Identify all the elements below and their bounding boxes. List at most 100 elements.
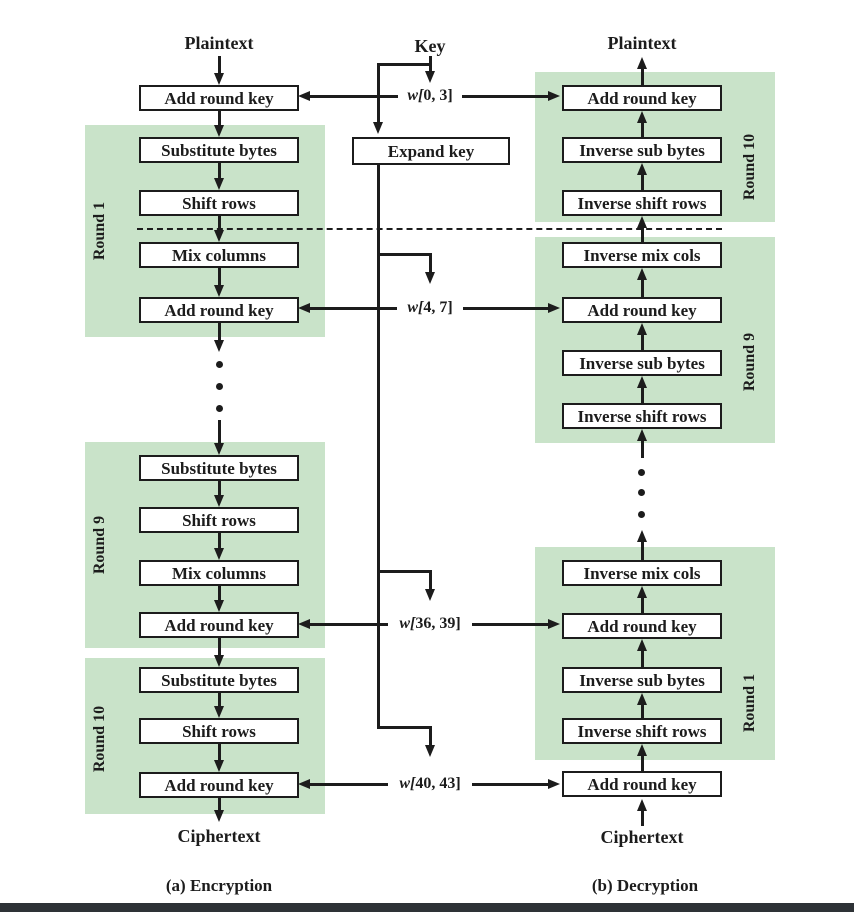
flow-line: [641, 123, 644, 137]
ellipsis-dot: [638, 511, 645, 518]
arrowhead-down-icon: [373, 122, 383, 134]
flow-line: [218, 323, 221, 340]
roundkey-w4043-label: w[40, 43]: [399, 775, 461, 792]
dec-round9-inverse-shift-rows-box: Inverse shift rows: [562, 403, 722, 429]
dec-round9-label: Round 9: [741, 332, 758, 392]
flow-line: [641, 811, 644, 826]
dec-round1-inverse-sub-bytes-box: Inverse sub bytes: [562, 667, 722, 693]
enc-round10-add-round-key-box: Add round key: [139, 772, 299, 798]
dec-final-add-round-key-box: Add round key: [562, 771, 722, 797]
flow-line: [218, 586, 221, 600]
arrowhead-up-icon: [637, 586, 647, 598]
dec-ciphertext-label: Ciphertext: [600, 827, 684, 847]
key-branch-line: [377, 63, 380, 122]
flow-line: [218, 163, 221, 178]
arrowhead-down-icon: [425, 589, 435, 601]
flow-line: [218, 111, 221, 125]
arrowhead-down-icon: [214, 340, 224, 352]
ellipsis-dot: [638, 489, 645, 496]
enc-round1-substitute-bytes-box: Substitute bytes: [139, 137, 299, 163]
arrowhead-down-icon: [214, 810, 224, 822]
roundkey-branch-line: [377, 726, 431, 729]
arrowhead-up-icon: [637, 744, 647, 756]
arrowhead-up-icon: [637, 163, 647, 175]
arrowhead-down-icon: [214, 125, 224, 137]
flow-line: [641, 542, 644, 560]
arrowhead-down-icon: [214, 443, 224, 455]
enc-ciphertext-label: Ciphertext: [177, 826, 261, 846]
roundkey-branch-line: [429, 253, 432, 272]
roundkey-branch-line: [377, 570, 431, 573]
arrowhead-down-icon: [214, 495, 224, 507]
dec-round9-inverse-sub-bytes-box: Inverse sub bytes: [562, 350, 722, 376]
enc-initial-add-round-key-box: Add round key: [139, 85, 299, 111]
arrowhead-down-icon: [214, 230, 224, 242]
arrowhead-right-icon: [548, 91, 560, 101]
arrowhead-down-icon: [214, 706, 224, 718]
arrowhead-down-icon: [425, 745, 435, 757]
arrowhead-right-icon: [548, 619, 560, 629]
arrowhead-down-icon: [214, 73, 224, 85]
flow-line: [218, 268, 221, 285]
roundkey-feed-line: [472, 623, 548, 626]
roundkey-w47-label: w[4, 7]: [407, 299, 453, 316]
flow-line: [218, 216, 221, 230]
roundkey-branch-line: [429, 570, 432, 589]
arrowhead-up-icon: [637, 799, 647, 811]
flow-line: [218, 638, 221, 655]
enc-round10-substitute-bytes-box: Substitute bytes: [139, 667, 299, 693]
arrowhead-down-icon: [214, 600, 224, 612]
arrowhead-down-icon: [214, 285, 224, 297]
roundkey-feed-line: [310, 783, 388, 786]
roundkey-feed-line: [310, 95, 398, 98]
flow-line: [641, 175, 644, 190]
flow-line: [641, 756, 644, 771]
flow-line: [218, 693, 221, 706]
flow-line: [218, 420, 221, 443]
flow-line: [641, 705, 644, 718]
flow-line: [641, 335, 644, 350]
roundkey-feed-line: [310, 307, 397, 310]
flow-line: [641, 598, 644, 613]
key-branch-line: [377, 63, 431, 66]
roundkey-w03-label: w[0, 3]: [407, 87, 453, 104]
arrowhead-up-icon: [637, 693, 647, 705]
flow-line: [218, 744, 221, 760]
arrowhead-right-icon: [548, 303, 560, 313]
flow-line: [641, 280, 644, 297]
dec-round9-inverse-mix-cols-box: Inverse mix cols: [562, 242, 722, 268]
ellipsis-dot: [638, 469, 645, 476]
dec-round1-label: Round 1: [741, 673, 758, 733]
expand-key-box: Expand key: [352, 137, 510, 165]
arrowhead-left-icon: [298, 619, 310, 629]
flow-line: [218, 798, 221, 810]
dec-round1-add-round-key-box: Add round key: [562, 613, 722, 639]
enc-round1-add-round-key-box: Add round key: [139, 297, 299, 323]
enc-round9-mix-columns-box: Mix columns: [139, 560, 299, 586]
arrowhead-down-icon: [214, 655, 224, 667]
arrowhead-up-icon: [637, 57, 647, 69]
enc-round1-label: Round 1: [91, 201, 108, 261]
arrowhead-up-icon: [637, 323, 647, 335]
encryption-caption: (a) Encryption: [165, 876, 273, 895]
flow-line: [218, 481, 221, 495]
enc-round1-shift-rows-box: Shift rows: [139, 190, 299, 216]
enc-round9-add-round-key-box: Add round key: [139, 612, 299, 638]
arrowhead-down-icon: [214, 548, 224, 560]
dec-round10-inverse-shift-rows-box: Inverse shift rows: [562, 190, 722, 216]
arrowhead-down-icon: [425, 272, 435, 284]
dec-round1-inverse-mix-cols-box: Inverse mix cols: [562, 560, 722, 586]
enc-round10-shift-rows-box: Shift rows: [139, 718, 299, 744]
arrowhead-down-icon: [214, 760, 224, 772]
round-divider-dashed-line: [137, 228, 722, 230]
roundkey-branch-line: [429, 726, 432, 745]
enc-round9-label: Round 9: [91, 515, 108, 575]
flow-line: [218, 533, 221, 548]
arrowhead-up-icon: [637, 376, 647, 388]
arrowhead-up-icon: [637, 530, 647, 542]
flow-line: [641, 228, 644, 242]
arrowhead-down-icon: [425, 71, 435, 83]
ellipsis-dot: [216, 405, 223, 412]
arrowhead-left-icon: [298, 779, 310, 789]
